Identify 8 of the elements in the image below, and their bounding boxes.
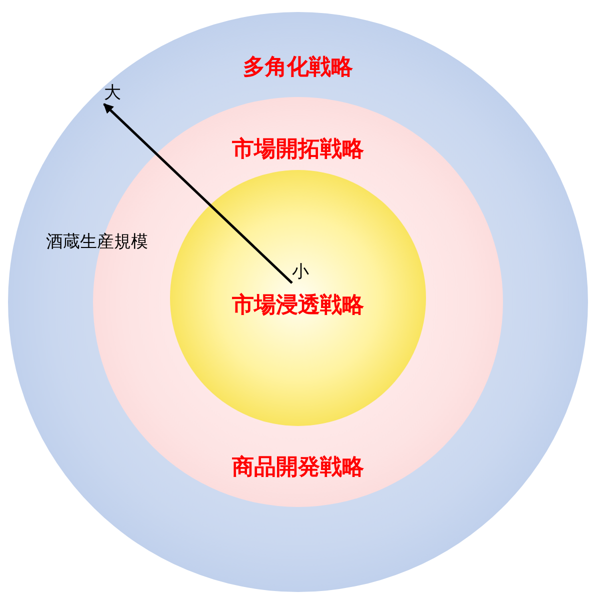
scale-label: 小 [292,261,309,283]
strategy-label: 市場浸透戦略 [231,292,365,320]
scale-label: 大 [104,82,121,104]
strategy-label: 多角化戦略 [242,54,354,82]
strategy-label: 市場開拓戦略 [231,136,365,164]
arrow [103,103,293,284]
strategy-label: 商品開発戦略 [231,454,365,482]
axis-label: 酒蔵生産規模 [46,231,148,253]
